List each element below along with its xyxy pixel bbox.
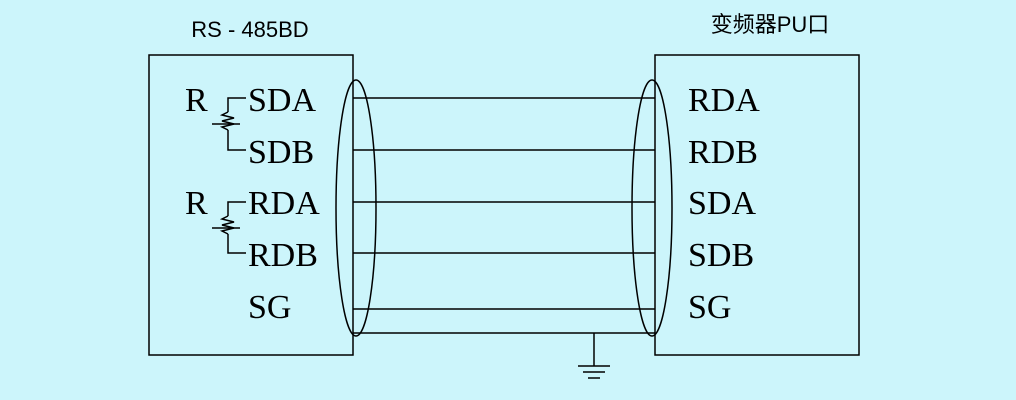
cable-wires	[353, 97, 655, 334]
left-pin-3: RDA	[248, 185, 320, 222]
right-device-title: 变频器PU口	[711, 12, 830, 37]
left-device-title: RS - 485BD	[191, 17, 308, 42]
right-pin-3: SDA	[688, 185, 756, 222]
right-pin-2: RDB	[688, 134, 758, 171]
left-shield-ellipse	[335, 79, 377, 337]
right-pin-5: SG	[688, 289, 731, 326]
left-device-box	[148, 54, 354, 356]
right-device-box	[654, 54, 860, 356]
left-pin-2: SDB	[248, 134, 314, 171]
left-pin-4: RDB	[248, 237, 318, 274]
resistor-label-2: R	[185, 185, 208, 222]
left-pin-5: SG	[248, 289, 291, 326]
termination-resistor-1	[212, 97, 246, 151]
right-shield-ellipse	[631, 79, 673, 337]
left-pin-1: SDA	[248, 82, 316, 119]
resistor-label-1: R	[185, 82, 208, 119]
right-pin-4: SDB	[688, 237, 754, 274]
ground-icon	[578, 333, 610, 379]
termination-resistor-2	[212, 201, 246, 254]
right-pin-1: RDA	[688, 82, 760, 119]
